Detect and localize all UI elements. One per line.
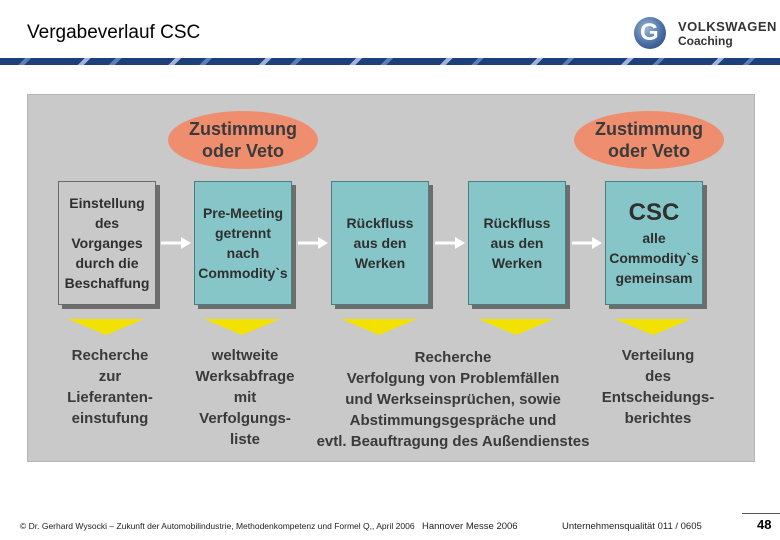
desc-line: einstufung — [71, 410, 149, 427]
vw-coaching-logo: G VOLKSWAGEN Coaching — [632, 15, 776, 55]
desc-line: Lieferanten- — [67, 389, 153, 406]
desc-line: mit — [233, 389, 257, 406]
box-line: durch die — [75, 255, 139, 271]
right-arrow-icon — [572, 237, 602, 249]
desc-line: Verfolgungs- — [199, 410, 291, 427]
process-box-einstellung: Einstellung des Vorganges durch die Besc… — [58, 181, 156, 305]
logo-text-line1: VOLKSWAGEN — [678, 19, 777, 34]
description-recherche-lieferanten: Recherche zur Lieferanten- einstufung — [50, 345, 170, 429]
desc-line: Recherche — [414, 349, 492, 366]
down-triangle-icon — [341, 319, 417, 335]
page-title: Vergabeverlauf CSC — [27, 22, 201, 43]
box-line: Vorganges — [71, 235, 143, 251]
desc-line: Entscheidungs- — [601, 389, 715, 406]
desc-line: Recherche — [71, 347, 149, 364]
down-triangle-icon — [478, 319, 554, 335]
right-arrow-icon — [435, 237, 465, 249]
oval-line2: oder Veto — [607, 141, 691, 161]
down-triangle-icon — [68, 319, 144, 335]
desc-line: Werksabfrage — [195, 368, 295, 385]
desc-line: berichtes — [624, 410, 692, 427]
box-line: Commodity`s — [198, 265, 288, 281]
down-triangle-icon — [615, 319, 691, 335]
footer-topic: Unternehmensqualität 011 / 0605 — [562, 521, 702, 532]
box-line: Werken — [491, 255, 543, 271]
process-box-pre-meeting: Pre-Meeting getrennt nach Commodity`s — [194, 181, 292, 305]
box-line: aus den — [353, 235, 407, 251]
box-line: aus den — [490, 235, 544, 251]
right-arrow-icon — [298, 237, 328, 249]
box-line: Einstellung — [69, 195, 145, 211]
process-box-rueckfluss-2: Rückfluss aus den Werken — [468, 181, 566, 305]
page-number: 48 — [757, 517, 772, 532]
box-line: Beschaffung — [64, 275, 150, 291]
box-line: alle — [642, 230, 666, 246]
description-verteilung: Verteilung des Entscheidungs- berichtes — [588, 345, 728, 429]
right-arrow-icon — [161, 237, 191, 249]
logo-text-line2: Coaching — [678, 34, 733, 48]
desc-line: Verfolgung von Problemfällen — [346, 370, 560, 387]
box-csc-title: CSC — [628, 199, 680, 226]
box-line: Rückfluss — [483, 215, 551, 231]
vw-coaching-logo-icon — [634, 17, 666, 49]
desc-line: Verteilung — [621, 347, 695, 364]
box-line: Pre-Meeting — [202, 205, 284, 221]
footer-event: Hannover Messe 2006 — [422, 521, 518, 532]
box-line: getrennt — [215, 225, 271, 241]
header-stripe-band — [0, 58, 780, 65]
process-diagram-panel: Zustimmung oder Veto Zustimmung oder Vet… — [27, 94, 755, 462]
box-line: nach — [226, 245, 260, 261]
box-line: Commodity`s — [609, 250, 699, 266]
desc-line: evtl. Beauftragung des Außendienstes — [316, 433, 590, 450]
desc-line: und Werkseinsprüchen, sowie — [345, 391, 561, 408]
box-line: Werken — [354, 255, 406, 271]
box-line: Rückfluss — [346, 215, 414, 231]
box-line: gemeinsam — [615, 270, 693, 286]
footer-divider — [742, 513, 780, 514]
desc-line: weltweite — [211, 347, 279, 364]
oval-line1: Zustimmung — [189, 119, 297, 139]
down-triangle-icon — [204, 319, 280, 335]
desc-line: liste — [229, 431, 260, 448]
box-line: des — [94, 215, 120, 231]
description-recherche-verfolgung: Recherche Verfolgung von Problemfällen u… — [308, 347, 598, 452]
oval-line1: Zustimmung — [595, 119, 703, 139]
oval-line2: oder Veto — [201, 141, 285, 161]
desc-line: Abstimmungsgespräche und — [349, 412, 557, 429]
footer-copyright: © Dr. Gerhard Wysocki – Zukunft der Auto… — [20, 521, 415, 531]
process-box-rueckfluss-1: Rückfluss aus den Werken — [331, 181, 429, 305]
desc-line: des — [645, 368, 671, 385]
process-box-csc: CSC alle Commodity`s gemeinsam — [605, 181, 703, 305]
approval-oval-right: Zustimmung oder Veto — [574, 111, 724, 169]
desc-line: zur — [98, 368, 122, 385]
approval-oval-left: Zustimmung oder Veto — [168, 111, 318, 169]
logo-g-letter: G — [640, 19, 659, 46]
description-werksabfrage: weltweite Werksabfrage mit Verfolgungs- … — [180, 345, 310, 450]
